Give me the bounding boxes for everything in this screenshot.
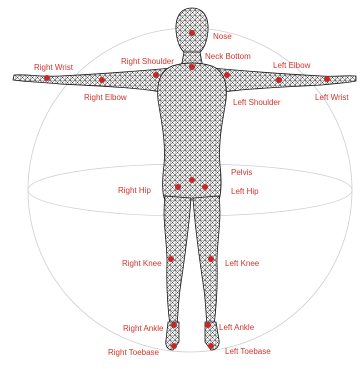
- label-right-hip: Right Hip: [118, 186, 151, 195]
- label-left-elbow: Left Elbow: [273, 61, 310, 70]
- label-left-wrist: Left Wrist: [315, 93, 349, 102]
- label-right-wrist: Right Wrist: [34, 63, 73, 72]
- right-shoulder-point: [153, 72, 159, 78]
- label-right-ankle: Right Ankle: [123, 324, 163, 333]
- left-shoulder-point: [224, 72, 230, 78]
- nose-point: [189, 30, 195, 36]
- label-left-knee: Left Knee: [225, 259, 259, 268]
- right-elbow-point: [99, 77, 105, 83]
- left-knee-point: [208, 256, 214, 262]
- body-mesh: [13, 8, 356, 350]
- label-pelvis: Pelvis: [231, 168, 252, 177]
- right-toebase-point: [171, 343, 177, 349]
- label-right-shoulder: Right Shoulder: [121, 57, 174, 66]
- left-wrist-point: [324, 76, 330, 82]
- right-ankle-point: [171, 322, 177, 328]
- label-nose: Nose: [213, 32, 232, 41]
- right-hip-point: [175, 184, 181, 190]
- label-left-hip: Left Hip: [231, 187, 259, 196]
- label-left-shoulder: Left Shoulder: [233, 98, 281, 107]
- neck-bottom-point: [189, 64, 195, 70]
- label-left-ankle: Left Ankle: [219, 323, 254, 332]
- left-toebase-point: [208, 343, 214, 349]
- left-hip-point: [202, 184, 208, 190]
- label-right-toebase: Right Toebase: [108, 348, 159, 357]
- label-right-elbow: Right Elbow: [84, 93, 127, 102]
- left-ankle-point: [205, 322, 211, 328]
- right-knee-point: [168, 256, 174, 262]
- left-elbow-point: [276, 77, 282, 83]
- label-neck-bottom: Neck Bottom: [205, 52, 251, 61]
- label-right-knee: Right Knee: [122, 259, 162, 268]
- pelvis-point: [189, 177, 195, 183]
- label-left-toebase: Left Toebase: [225, 347, 271, 356]
- right-wrist-point: [44, 75, 50, 81]
